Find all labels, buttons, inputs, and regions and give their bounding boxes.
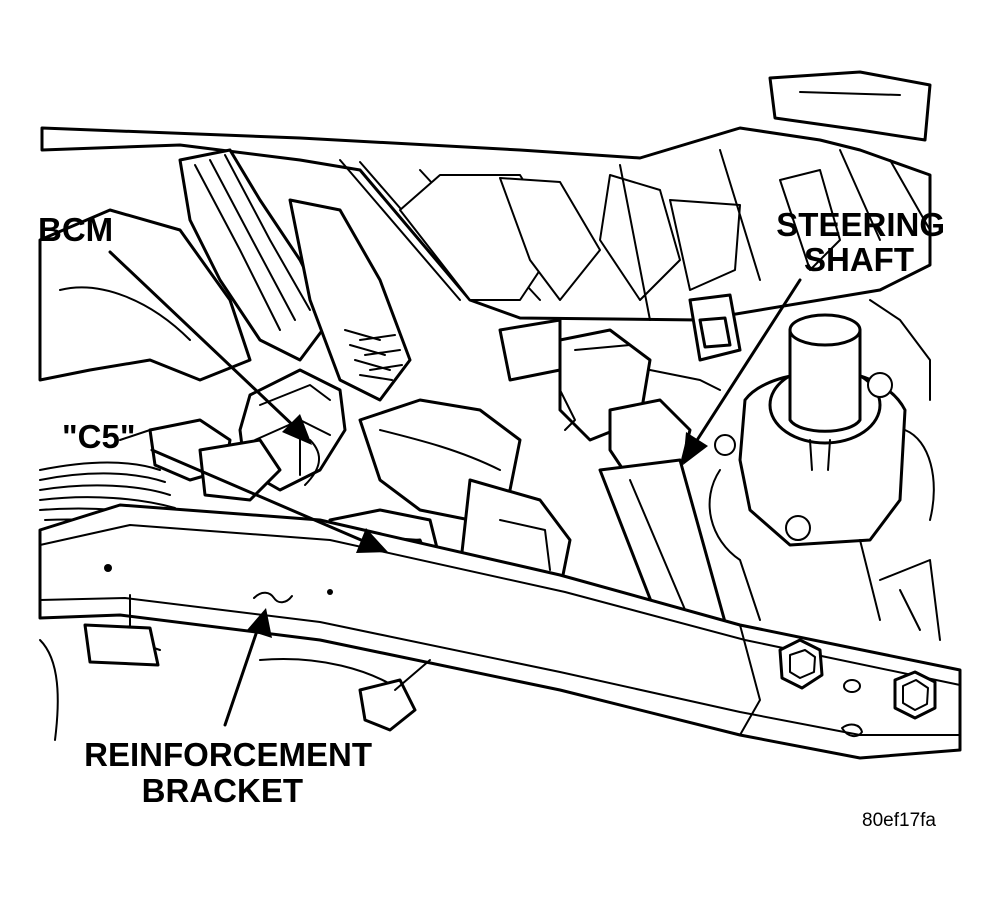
c5-arrow-head: [356, 528, 388, 553]
callout-labels: BCM "C5" STEERING SHAFT REINFORCEMENT BR…: [38, 206, 945, 831]
c5-arrow-line: [150, 448, 370, 545]
instrument-panel-structure: [40, 70, 932, 322]
steering-arrow-line: [690, 278, 802, 450]
left-trim-and-harness: [38, 148, 412, 402]
label-c5: "C5": [62, 418, 135, 455]
mounting-bolts: [778, 559, 941, 738]
bcm-arrow-head: [282, 414, 312, 445]
bcm-arrow-line: [108, 250, 300, 432]
label-bcm: BCM: [38, 211, 113, 248]
reinforcement-bracket: [38, 503, 962, 760]
label-reinforcement-line2: BRACKET: [142, 772, 303, 809]
label-steering-line2: SHAFT: [804, 241, 914, 278]
label-reinforcement-line1: REINFORCEMENT: [84, 736, 372, 773]
label-steering-line1: STEERING: [776, 206, 945, 243]
reinforcement-arrow-head: [247, 608, 272, 638]
figure-code: 80ef17fa: [862, 810, 936, 831]
right-booster-assembly: [708, 299, 935, 621]
steering-arrow-head: [683, 432, 708, 465]
leader-arrows: [108, 250, 802, 727]
reinforcement-arrow-line: [223, 626, 260, 727]
